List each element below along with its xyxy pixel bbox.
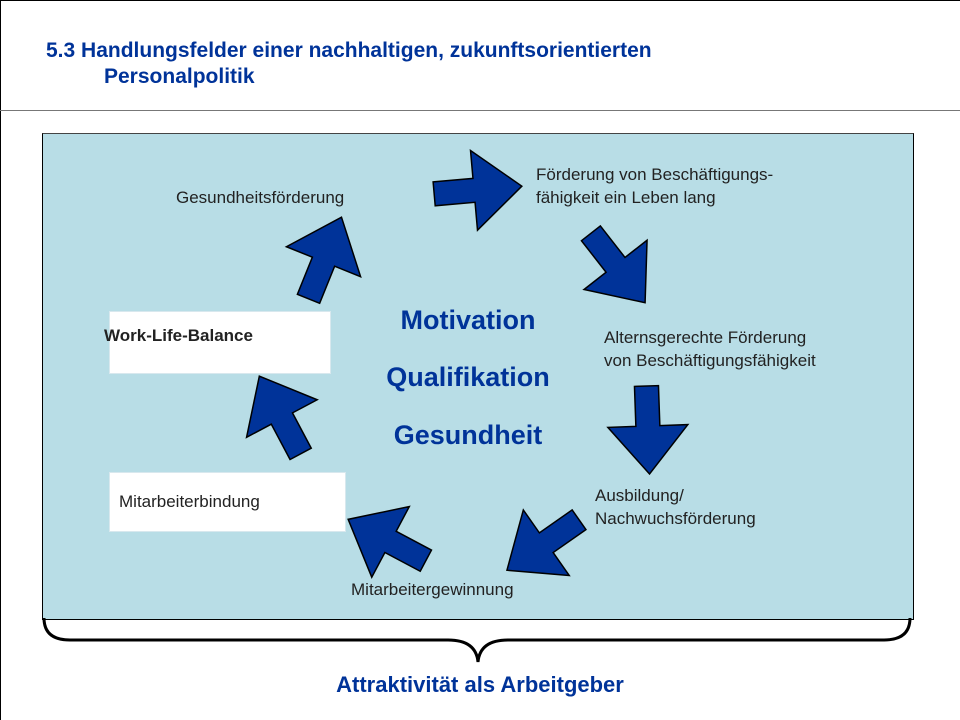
label-alternsgerecht: Alternsgerechte Förderung von Beschäftig… — [604, 326, 816, 372]
curly-brace-icon — [42, 617, 912, 663]
label-work-life-balance: Work-Life-Balance — [104, 326, 253, 345]
work-life-balance-box — [109, 311, 331, 374]
arrow-bottom-icon — [328, 483, 446, 597]
left-frame-line — [0, 0, 1, 720]
label-beschaeftigungsfaehigkeit: Förderung von Beschäftigungs- fähigkeit … — [536, 163, 773, 209]
arrow-upper-right-icon — [558, 207, 678, 329]
title-line-2: Personalpolitik — [104, 65, 255, 88]
label-beschaeftigungsfaehigkeit-line-1: Förderung von Beschäftigungs- — [536, 165, 774, 184]
center-word-qualifikation: Qualifikation — [386, 362, 550, 392]
arrow-top-right-icon — [429, 145, 527, 235]
label-gesundheitsfoerderung: Gesundheitsförderung — [176, 188, 345, 207]
arrow-upper-left-icon — [270, 201, 380, 315]
label-alternsgerecht-line-2: von Beschäftigungsfähigkeit — [604, 351, 816, 370]
label-ausbildung-line-2: Nachwuchsförderung — [595, 509, 756, 528]
mitarbeiterbindung-box — [109, 472, 346, 532]
title-line-1: 5.3 Handlungsfelder einer nachhaltigen, … — [46, 39, 652, 62]
label-alternsgerecht-line-1: Alternsgerechte Förderung — [604, 328, 807, 347]
label-mitarbeiterbindung: Mitarbeiterbindung — [119, 492, 260, 511]
title-underline — [0, 110, 960, 111]
page-title: 5.3 Handlungsfelder einer nachhaltigen, … — [46, 38, 652, 90]
center-word-motivation: Motivation — [400, 305, 536, 335]
label-ausbildung: Ausbildung/ Nachwuchsförderung — [595, 484, 756, 530]
label-ausbildung-line-1: Ausbildung/ — [595, 486, 684, 505]
arrow-lower-right-icon — [483, 486, 603, 604]
top-frame-line — [0, 0, 960, 1]
label-beschaeftigungsfaehigkeit-line-2: fähigkeit ein Leben lang — [536, 188, 716, 207]
arrow-right-icon — [605, 383, 691, 477]
arrow-left-icon — [223, 356, 337, 474]
bottom-label: Attraktivität als Arbeitgeber — [336, 672, 624, 697]
center-word-gesundheit: Gesundheit — [393, 420, 543, 450]
label-mitarbeitergewinnung: Mitarbeitergewinnung — [351, 580, 514, 599]
